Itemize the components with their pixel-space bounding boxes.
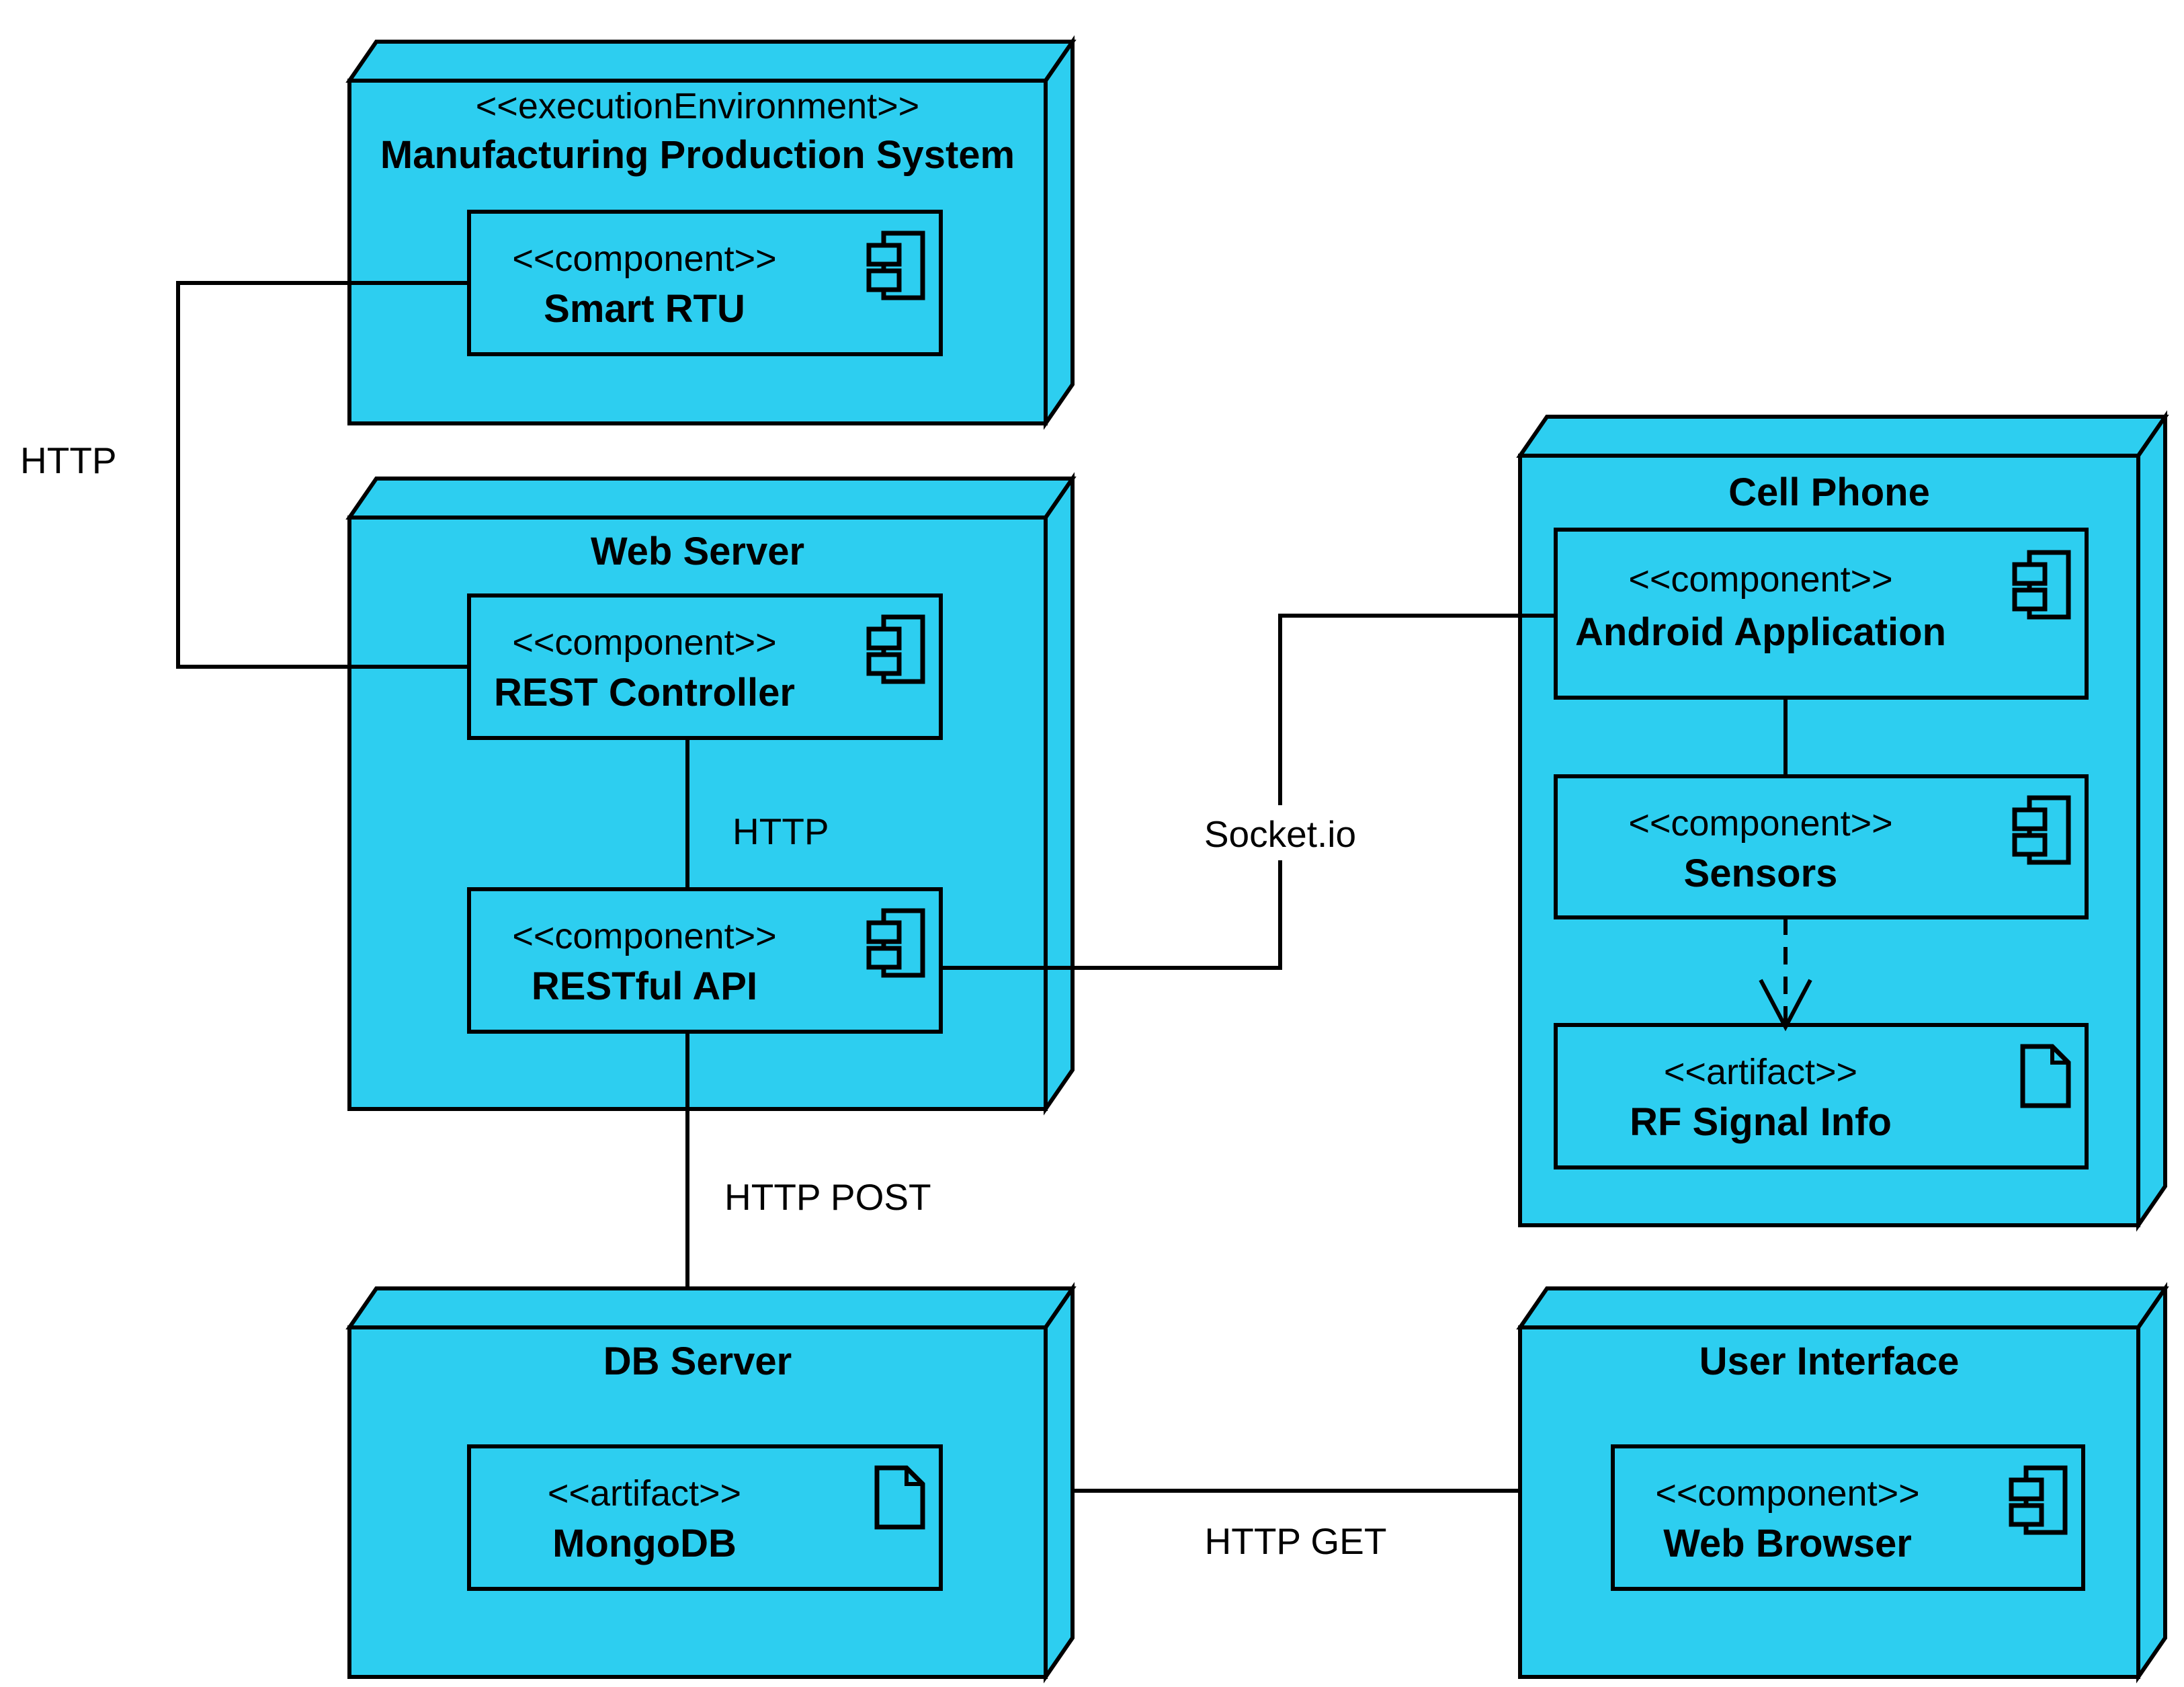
node-top-face (345, 40, 1077, 83)
component-web-browser: <<component>> Web Browser (1611, 1444, 2085, 1591)
component-android-application: <<component>> Android Application (1554, 528, 2089, 700)
component-stereotype: <<component>> (1655, 1473, 1919, 1514)
node-side-face (2136, 410, 2167, 1232)
component-icon (2012, 795, 2071, 865)
component-box (1611, 1444, 2085, 1591)
component-stereotype: <<component>> (1628, 803, 1892, 844)
component-name: Smart RTU (544, 287, 745, 331)
component-icon (866, 231, 925, 300)
component-name: Android Application (1575, 610, 1946, 654)
artifact-rf-signal-info: <<artifact>> RF Signal Info (1554, 1023, 2089, 1169)
component-icon (2012, 550, 2071, 620)
artifact-name: MongoDB (552, 1522, 737, 1565)
connector-label-http-left: HTTP (20, 440, 117, 481)
node-title: Web Server (591, 530, 804, 573)
node-top-face (1516, 1286, 2169, 1329)
component-name: RESTful API (532, 964, 757, 1008)
node-side-face (1044, 35, 1075, 430)
component-icon (866, 614, 925, 684)
component-box (1554, 528, 2089, 700)
component-name: Web Browser (1663, 1522, 1912, 1565)
node-stereotype: <<executionEnvironment>> (476, 86, 919, 126)
artifact-box (467, 1444, 943, 1591)
artifact-stereotype: <<artifact>> (548, 1473, 741, 1514)
node-db-server: DB Server <<artifact>> MongoDB (345, 1282, 1077, 1684)
connector-label-http-get: HTTP GET (1205, 1520, 1387, 1562)
node-web-server: Web Server <<component>> REST Controller… (345, 472, 1077, 1116)
component-stereotype: <<component>> (512, 239, 776, 279)
node-manufacturing-production-system: <<executionEnvironment>> Manufacturing P… (345, 35, 1077, 430)
component-stereotype: <<component>> (1628, 559, 1892, 600)
artifact-icon (874, 1465, 925, 1530)
node-title: Cell Phone (1728, 470, 1930, 514)
component-stereotype: <<component>> (512, 622, 776, 663)
connector-label-socketio: Socket.io (1204, 813, 1356, 855)
component-smart-rtu: <<component>> Smart RTU (467, 210, 943, 356)
artifact-mongodb: <<artifact>> MongoDB (467, 1444, 943, 1591)
connector-label-http-post: HTTP POST (724, 1176, 931, 1218)
artifact-icon (2020, 1044, 2071, 1108)
node-top-face (345, 477, 1077, 520)
node-title: Manufacturing Production System (380, 133, 1015, 177)
connectors: HTTP HTTP Socket.io HTTP POST HTTP GET (20, 281, 1812, 1562)
node-side-face (1044, 1282, 1075, 1684)
node-side-face (1044, 472, 1075, 1116)
component-box (467, 593, 943, 740)
connector-restful-api-android-application (941, 614, 1556, 970)
artifact-box (1554, 1023, 2089, 1169)
component-box (1554, 774, 2089, 919)
node-user-interface: User Interface <<component>> Web Browser (1516, 1282, 2169, 1684)
node-title: User Interface (1699, 1340, 1960, 1383)
component-restful-api: <<component>> RESTful API (467, 887, 943, 1034)
component-box (467, 887, 943, 1034)
artifact-stereotype: <<artifact>> (1664, 1052, 1857, 1092)
component-stereotype: <<component>> (512, 916, 776, 956)
node-cell-phone: Cell Phone <<component>> Android Applica… (1516, 410, 2169, 1232)
component-name: REST Controller (494, 671, 795, 714)
component-icon (866, 908, 925, 978)
node-title: DB Server (603, 1340, 792, 1383)
dependency-arrowhead (1759, 979, 1812, 1032)
node-top-face (1516, 415, 2169, 458)
component-name: Sensors (1684, 852, 1838, 895)
node-side-face (2136, 1282, 2167, 1684)
artifact-name: RF Signal Info (1630, 1100, 1892, 1144)
connector-smart-rtu-rest-controller (176, 281, 469, 669)
component-sensors: <<component>> Sensors (1554, 774, 2089, 919)
component-rest-controller: <<component>> REST Controller (467, 593, 943, 740)
connector-label-http-middle: HTTP (732, 811, 829, 852)
node-top-face (345, 1286, 1077, 1329)
component-box (467, 210, 943, 356)
socketio-label-mask (1176, 805, 1384, 860)
component-icon (2009, 1465, 2068, 1535)
